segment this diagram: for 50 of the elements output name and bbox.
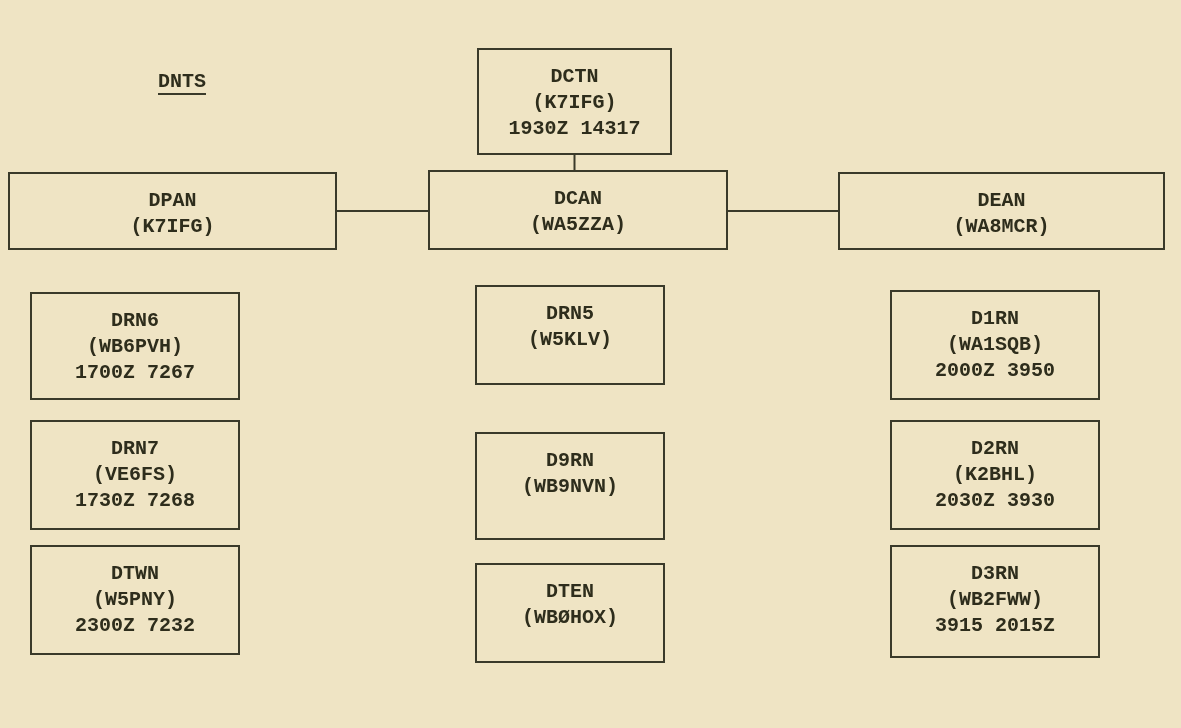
net-box (30, 545, 240, 655)
net-box (475, 285, 665, 385)
net-box (8, 172, 337, 250)
call-sign: (WA1SQB) (947, 332, 1043, 358)
call-sign: (K7IFG) (130, 214, 215, 240)
net-box (890, 545, 1100, 658)
connector-line (336, 210, 429, 212)
net-name: D2RN (971, 436, 1019, 462)
net-box (475, 432, 665, 540)
schedule: 1700Z 7267 (75, 360, 195, 386)
net-box (890, 420, 1100, 530)
call-sign: (WB9NVN) (522, 474, 618, 500)
diagram-title: DNTS (158, 70, 206, 95)
net-name: DRN7 (111, 436, 159, 462)
connector-line (727, 210, 839, 212)
net-name: D3RN (971, 561, 1019, 587)
schedule: 2030Z 3930 (935, 488, 1055, 514)
call-sign: (W5PNY) (93, 587, 177, 613)
call-sign: (K2BHL) (953, 462, 1037, 488)
call-sign: (WBØHOX) (522, 605, 618, 631)
net-box (890, 290, 1100, 400)
net-box (475, 563, 665, 663)
net-name: D1RN (971, 306, 1019, 332)
net-box (477, 48, 672, 155)
net-name: D9RN (546, 448, 594, 474)
net-box (838, 172, 1165, 250)
call-sign: (WB6PVH) (87, 334, 183, 360)
call-sign: (VE6FS) (93, 462, 177, 488)
call-sign: (WB2FWW) (947, 587, 1043, 613)
net-name: DPAN (148, 188, 197, 214)
net-name: DCTN (550, 64, 599, 90)
net-name: DTWN (111, 561, 159, 587)
net-box (428, 170, 728, 250)
call-sign: (K7IFG) (532, 90, 617, 116)
net-name: DRN6 (111, 308, 159, 334)
net-name: DTEN (546, 579, 594, 605)
schedule: 2300Z 7232 (75, 613, 195, 639)
connector-line (573, 154, 576, 171)
net-name: DRN5 (546, 301, 594, 327)
schedule: 1930Z 14317 (508, 116, 641, 142)
net-box (30, 420, 240, 530)
call-sign: (WA8MCR) (953, 214, 1050, 240)
schedule: 2000Z 3950 (935, 358, 1055, 384)
call-sign: (WA5ZZA) (530, 212, 626, 238)
schedule: 3915 2015Z (935, 613, 1055, 639)
net-name: DCAN (554, 186, 602, 212)
net-name: DEAN (977, 188, 1026, 214)
call-sign: (W5KLV) (528, 327, 612, 353)
schedule: 1730Z 7268 (75, 488, 195, 514)
net-box (30, 292, 240, 400)
